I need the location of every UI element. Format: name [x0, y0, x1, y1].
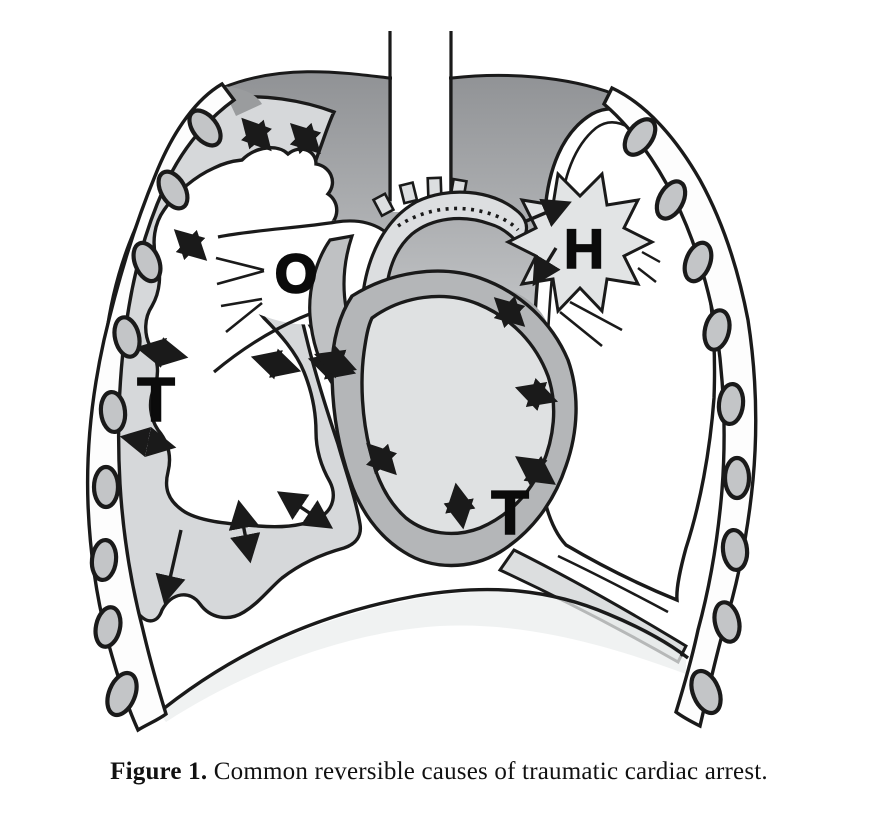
diaphragm-line: [150, 587, 690, 720]
obstruction-squeeze-lines: [215, 256, 265, 334]
rib-cage-left: [85, 81, 262, 733]
rib-sections-left: [89, 108, 223, 718]
label-hypovolemia: H: [564, 217, 604, 280]
hemorrhage-arrow-out: [523, 198, 572, 228]
pneumothorax-pressure-arrows: [119, 117, 357, 605]
diaphragm: [150, 587, 690, 722]
rib-cage-right: [601, 85, 758, 729]
label-obstruction: O: [275, 244, 317, 304]
figure-caption: Figure 1. Common reversible causes of tr…: [0, 758, 878, 786]
thorax-svg: O H T T: [85, 30, 758, 733]
aortic-arch: [360, 176, 529, 305]
figure-caption-label: Figure 1.: [110, 758, 208, 785]
left-shoulder-shadow: [222, 86, 262, 116]
thorax-diagram: O H T T: [85, 30, 758, 733]
hemorrhage-arrow-down: [532, 247, 561, 287]
right-lung-base-line: [557, 554, 669, 614]
heart: [330, 269, 578, 568]
tamponade-pressure-arrows: [314, 295, 559, 530]
rib-sections-right: [622, 117, 752, 716]
label-cardiac-tamponade: T: [491, 479, 529, 548]
bleeding-vessel-burst: [504, 170, 661, 348]
label-tension-pneumothorax: T: [137, 366, 175, 435]
figure-caption-text: Common reversible causes of traumatic ca…: [207, 758, 768, 785]
hemorrhage-spray-lines: [559, 250, 661, 348]
